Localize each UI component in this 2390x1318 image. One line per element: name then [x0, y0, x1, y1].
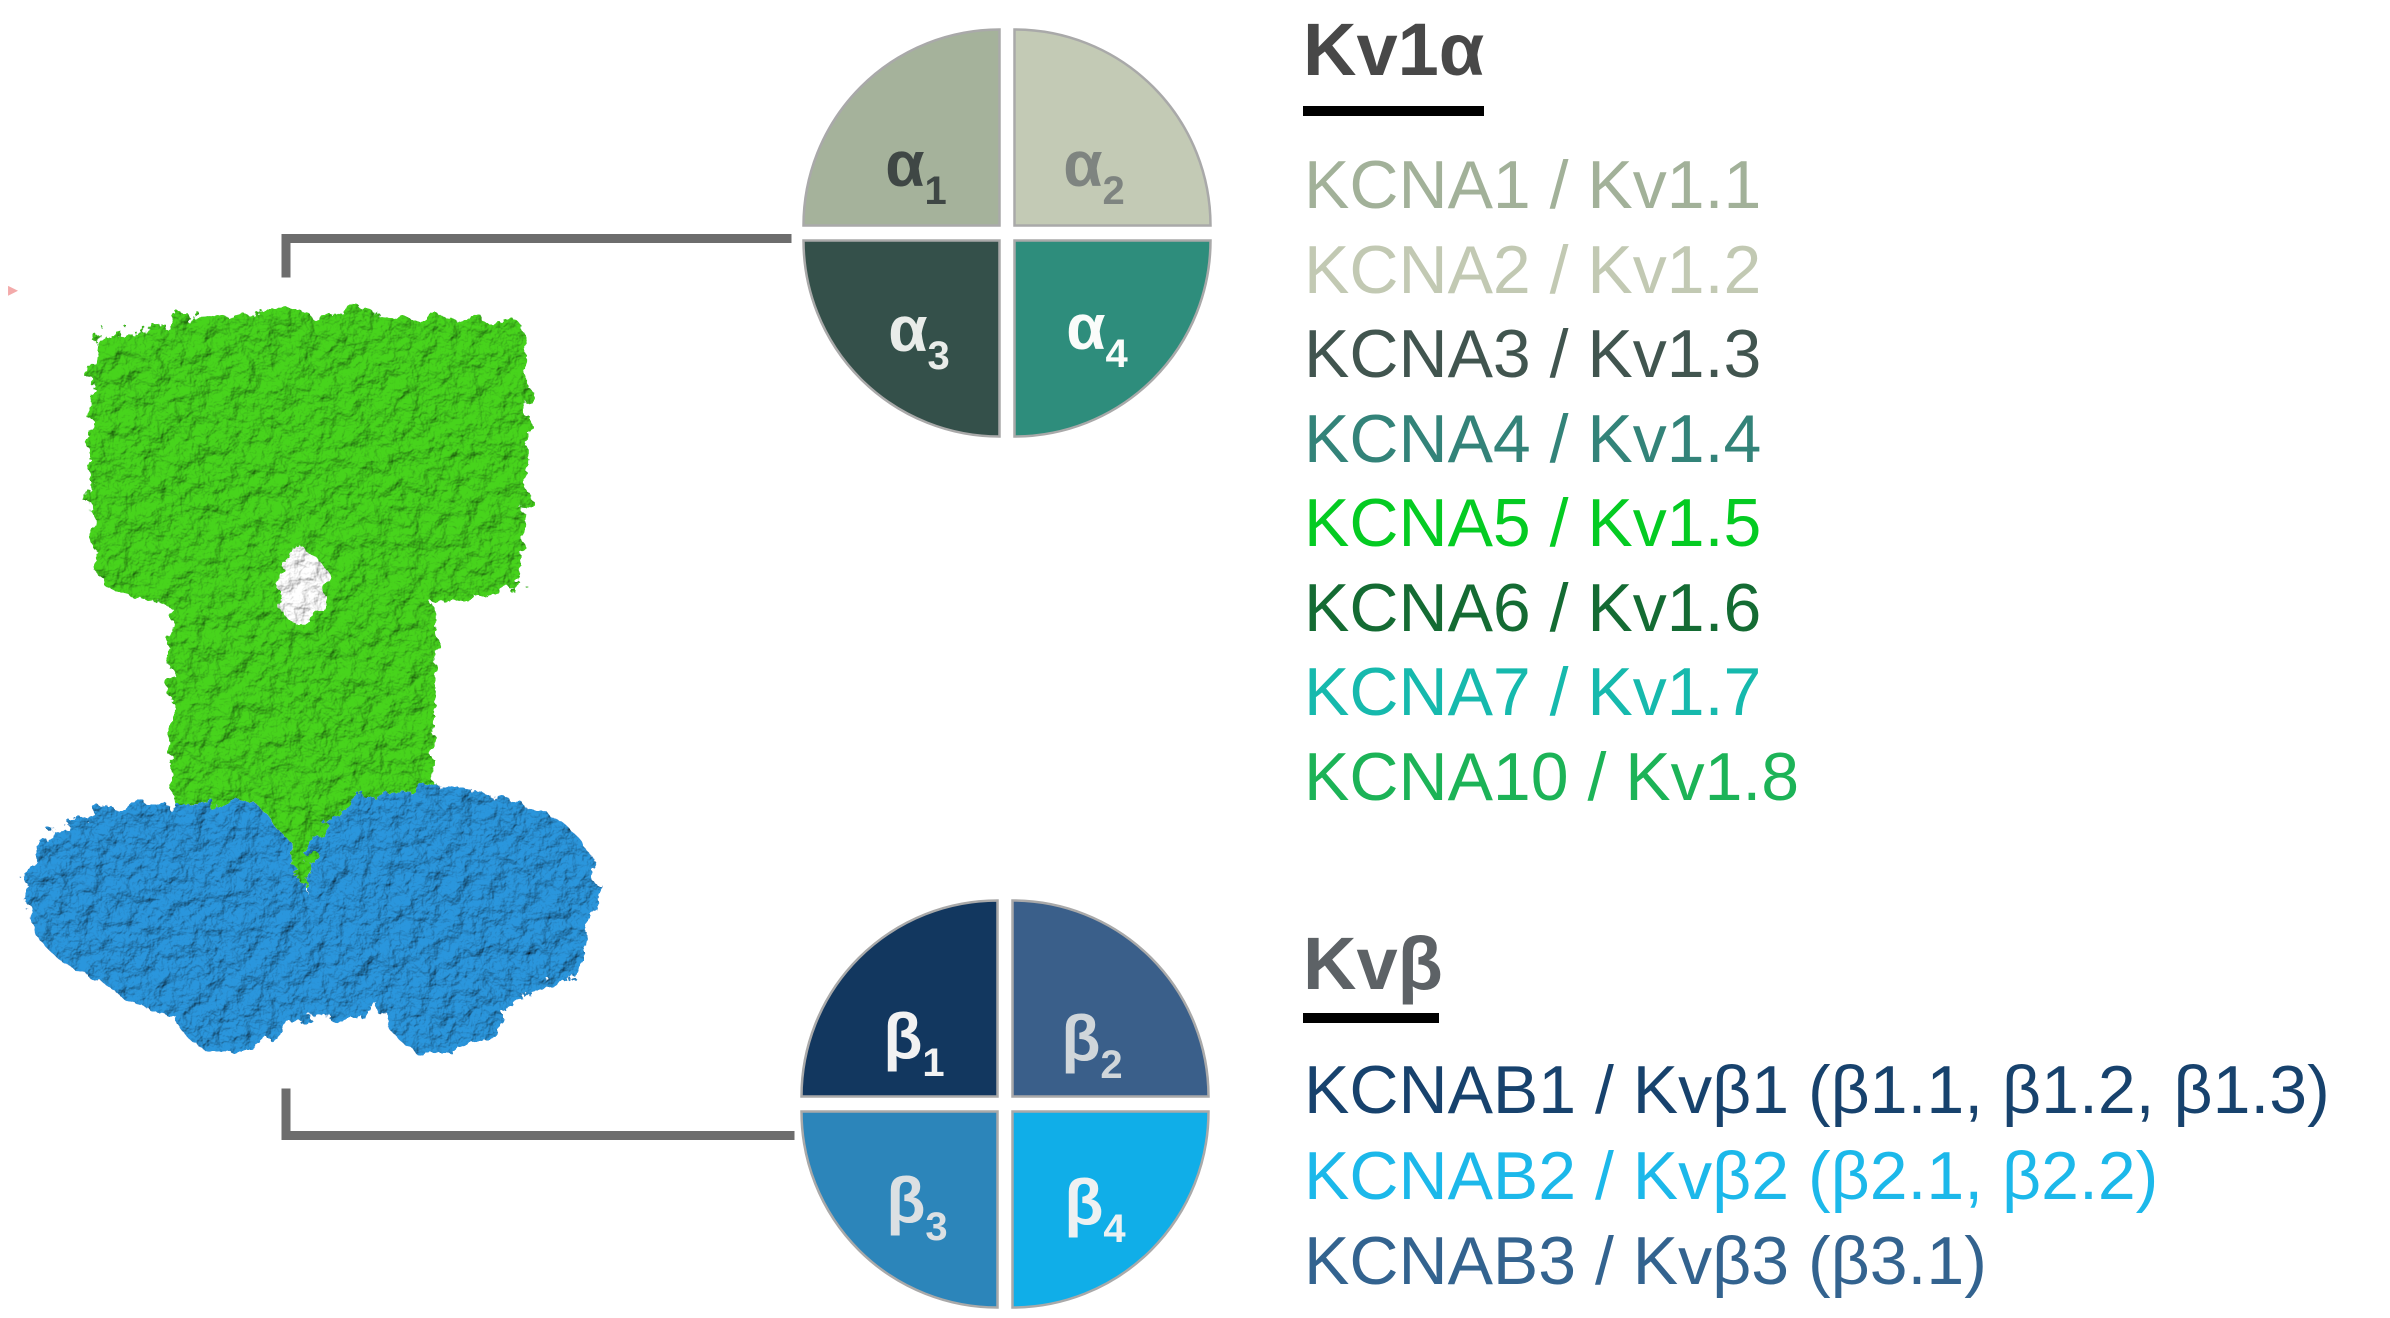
beta-tetramer-circle: β1 β2 β3 β4	[800, 899, 1210, 1309]
gene-row-kcnab3: KCNAB3 / Kvβ3 (β3.1)	[1304, 1223, 1987, 1299]
beta-quadrant-1	[800, 899, 999, 1098]
beta-quadrant-3	[800, 1110, 999, 1309]
pore-hole	[276, 551, 328, 625]
kvb-gene-list: KCNAB1 / Kvβ1 (β1.1, β1.2, β1.3) KCNAB2 …	[1304, 1048, 2330, 1305]
gene-row-kcna5: KCNA5 / Kv1.5	[1304, 485, 1762, 561]
gene-row-kcna2: KCNA2 / Kv1.2	[1304, 231, 1762, 308]
gene-row-kcna4: KCNA4 / Kv1.4	[1304, 400, 1762, 477]
alpha3-label: α3	[888, 293, 950, 378]
connector-top-line	[281, 234, 792, 278]
gene-row-kcnab2: KCNAB2 / Kvβ2 (β2.1, β2.2)	[1304, 1137, 2159, 1214]
protein-structure	[26, 307, 598, 1056]
connectors	[281, 234, 795, 1140]
alpha4-label: α4	[1066, 291, 1128, 376]
alpha-quadrant-3	[802, 239, 1001, 438]
alpha2-label: α2	[1063, 128, 1125, 213]
beta2-label: β2	[1061, 1002, 1122, 1087]
stray-artifact-mark: ▸	[8, 279, 19, 301]
alpha-quadrant-1	[802, 28, 1001, 227]
kv-beta-surface	[26, 787, 598, 1056]
alpha1-label: α1	[885, 128, 947, 213]
connector-bottom-line	[281, 1088, 795, 1140]
kv1a-section-heading: Kv1α	[1303, 8, 1485, 91]
alpha-quadrant-4	[1013, 239, 1212, 438]
kv1a-gene-list: KCNA1 / Kv1.1 KCNA2 / Kv1.2 KCNA3 / Kv1.…	[1304, 143, 1799, 819]
beta-quadrant-4	[1011, 1110, 1210, 1309]
kvb-section-heading: Kvβ	[1303, 922, 1443, 1005]
beta3-label: β3	[886, 1164, 947, 1249]
beta1-label: β1	[883, 1000, 944, 1085]
kvb-heading-underline	[1303, 1013, 1439, 1023]
beta4-label: β4	[1064, 1166, 1126, 1251]
gene-row-kcna6: KCNA6 / Kv1.6	[1304, 569, 1762, 646]
gene-row-kcna3: KCNA3 / Kv1.3	[1304, 316, 1762, 392]
gene-row-kcna7: KCNA7 / Kv1.7	[1304, 654, 1762, 730]
alpha-quadrant-2	[1013, 28, 1212, 227]
gene-row-kcna10: KCNA10 / Kv1.8	[1304, 738, 1800, 815]
kv1-alpha-surface	[89, 307, 529, 891]
gene-row-kcna1: KCNA1 / Kv1.1	[1304, 147, 1762, 223]
gene-row-kcnab1: KCNAB1 / Kvβ1 (β1.1, β1.2, β1.3)	[1304, 1052, 2330, 1128]
kv1a-heading-underline	[1303, 106, 1484, 116]
beta-quadrant-2	[1011, 899, 1210, 1098]
alpha-tetramer-circle: α1 α2 α3 α4	[802, 28, 1212, 438]
